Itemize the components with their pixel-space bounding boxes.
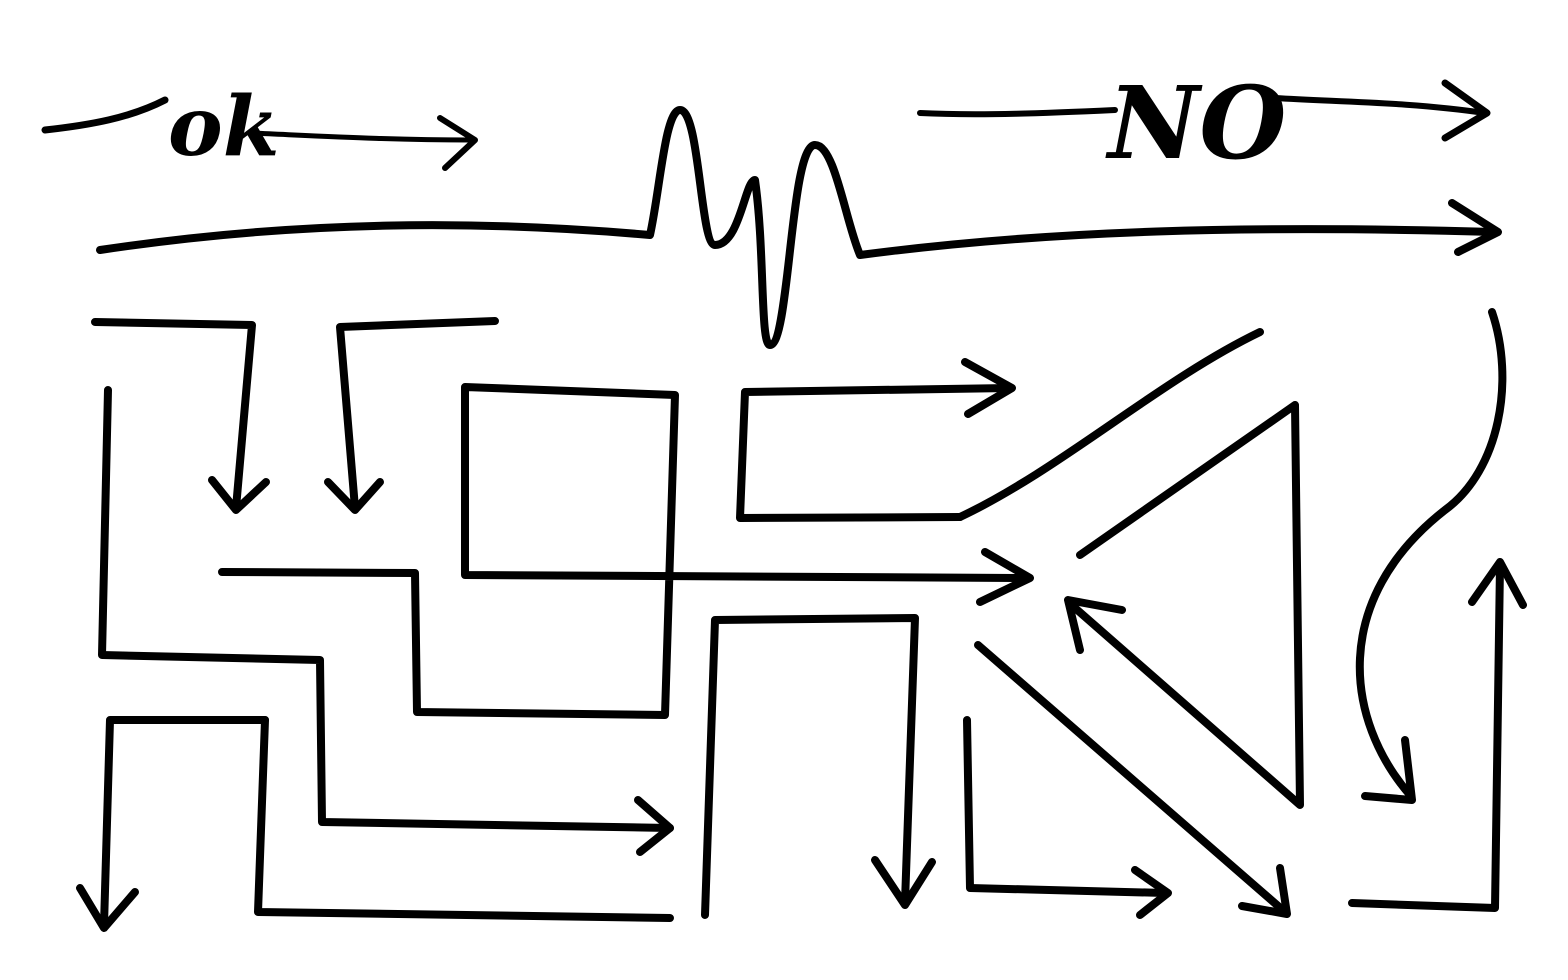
loop-arrow-icon: [218, 383, 1034, 719]
down-arrow-icon: [91, 317, 499, 514]
down-arrow-icon: [76, 386, 674, 932]
down-arrow-icon: [701, 614, 936, 919]
ok-label: ok: [168, 79, 280, 175]
ok-arrow-icon: ok: [41, 79, 478, 175]
up-arrow-icon: [1348, 558, 1527, 912]
loop-arrow-icon: [736, 328, 1264, 522]
curved-arrow-icon: [1355, 308, 1507, 804]
diagonal-arrow-icon: [1064, 401, 1304, 809]
double-headed-arrow-icon: [963, 716, 1172, 919]
no-arrow-icon: NO: [917, 64, 1491, 182]
no-label: NO: [1105, 64, 1287, 182]
heartbeat-arrow-icon: [96, 106, 1502, 349]
diagonal-arrow-icon: [974, 641, 1291, 918]
